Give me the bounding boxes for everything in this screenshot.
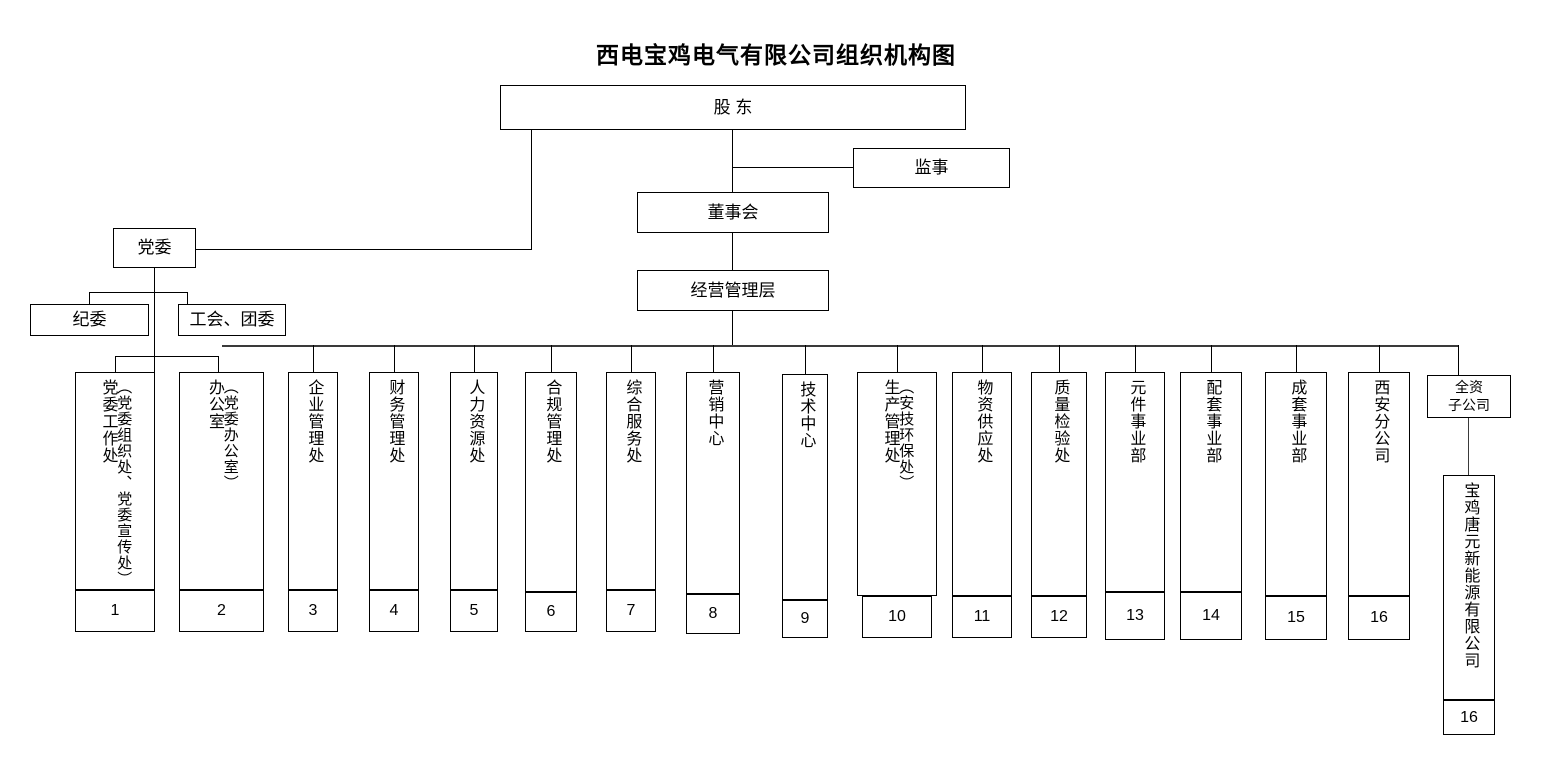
connector-bus-to-dept-3 — [313, 345, 315, 372]
subsidiary-group-label-line1: 全资 — [1455, 379, 1483, 395]
department-number-4: 4 — [369, 590, 419, 632]
connector-shareholder-to-party-horizontal — [196, 249, 532, 251]
party-committee-box: 党委 — [113, 228, 196, 268]
connector-board-to-management — [732, 233, 734, 270]
connector-bus-to-dept-13 — [1135, 345, 1137, 372]
department-box-14: 配套事业部 — [1180, 372, 1242, 592]
discipline-committee-box: 纪委 — [30, 304, 149, 336]
connector-management-to-bus — [732, 311, 734, 346]
department-box-6: 合规管理处 — [525, 372, 577, 592]
connector-bus-to-dept-15 — [1296, 345, 1298, 372]
connector-bus-to-dept-10 — [897, 345, 899, 372]
department-number-5: 5 — [450, 590, 498, 632]
department-label-7: 综合服务处 — [623, 379, 641, 464]
department-label-12: 质量检验处 — [1051, 379, 1069, 464]
subsidiary-group-label-line2: 子公司 — [1448, 396, 1490, 413]
connector-bus-to-dept-6 — [551, 345, 553, 372]
department-box-15: 成套事业部 — [1265, 372, 1327, 596]
department-number-9: 9 — [782, 600, 828, 638]
department-number-13: 13 — [1105, 592, 1165, 640]
subsidiary-group-box: 全资 子公司 — [1427, 375, 1511, 418]
department-label-5: 人力资源处 — [466, 379, 484, 464]
department-number-1: 1 — [75, 590, 155, 632]
connector-bus-to-dept-11 — [982, 345, 984, 372]
department-label-9: 技术中心 — [797, 381, 815, 449]
connector-bus-to-dept-7 — [631, 345, 633, 372]
connector-shareholder-to-supervisor — [732, 167, 854, 169]
department-label-14: 配套事业部 — [1203, 379, 1221, 464]
department-box-8: 营销中心 — [686, 372, 740, 594]
department-sublabel-10: （安技环保处） — [897, 379, 915, 491]
connector-shareholder-to-board — [732, 130, 734, 192]
department-number-15: 15 — [1265, 596, 1327, 640]
department-bus-line — [222, 345, 1459, 347]
connector-party-to-dept2 — [218, 356, 220, 372]
shareholder-box: 股 东 — [500, 85, 966, 130]
department-number-2: 2 — [179, 590, 264, 632]
department-number-14: 14 — [1180, 592, 1242, 640]
department-sublabel-1: （党委组织处、党委宣传处） — [115, 379, 133, 587]
department-label-13: 元件事业部 — [1127, 379, 1145, 464]
department-box-1: （党委组织处、党委宣传处）党委工作处 — [75, 372, 155, 590]
board-of-directors-box: 董事会 — [637, 192, 829, 233]
connector-party-to-dept1 — [115, 356, 117, 372]
connector-party-to-union — [187, 292, 189, 305]
department-label-2: 办公室 — [206, 379, 224, 430]
department-box-5: 人力资源处 — [450, 372, 498, 590]
department-number-3: 3 — [288, 590, 338, 632]
department-number-10: 10 — [862, 596, 932, 638]
connector-party-down — [154, 268, 156, 372]
department-box-7: 综合服务处 — [606, 372, 656, 590]
department-label-6: 合规管理处 — [543, 379, 561, 464]
department-box-12: 质量检验处 — [1031, 372, 1087, 596]
connector-party-branch-bar — [89, 292, 188, 294]
department-box-10: （安技环保处）生产管理处 — [857, 372, 937, 596]
connector-bus-to-dept-16 — [1379, 345, 1381, 372]
department-label-4: 财务管理处 — [386, 379, 404, 464]
connector-party-to-dept-bar — [115, 356, 219, 358]
connector-bus-to-subsidiary-group — [1458, 345, 1460, 375]
department-sublabel-2: （党委办公室） — [221, 379, 239, 491]
department-box-9: 技术中心 — [782, 374, 828, 600]
connector-subsidiary-group-to-company — [1468, 418, 1470, 475]
department-label-11: 物资供应处 — [974, 379, 992, 464]
department-label-1: 党委工作处 — [99, 379, 117, 464]
page-title: 西电宝鸡电气有限公司组织机构图 — [596, 42, 956, 68]
department-number-12: 12 — [1031, 596, 1087, 638]
department-label-15: 成套事业部 — [1288, 379, 1306, 464]
department-number-6: 6 — [525, 592, 577, 632]
connector-bus-to-dept-8 — [713, 345, 715, 372]
connector-bus-to-dept-5 — [474, 345, 476, 372]
management-layer-box: 经营管理层 — [637, 270, 829, 311]
supervisor-box: 监事 — [853, 148, 1010, 188]
department-label-3: 企业管理处 — [305, 379, 323, 464]
department-number-8: 8 — [686, 594, 740, 634]
union-youth-league-box: 工会、团委 — [178, 304, 286, 336]
connector-bus-to-dept-14 — [1211, 345, 1213, 372]
department-label-16: 西安分公司 — [1371, 379, 1389, 464]
connector-bus-to-dept-4 — [394, 345, 396, 372]
department-box-16: 西安分公司 — [1348, 372, 1410, 596]
subsidiary-company-label: 宝鸡唐元新能源有限公司 — [1461, 482, 1479, 669]
department-box-4: 财务管理处 — [369, 372, 419, 590]
connector-party-to-discipline — [89, 292, 91, 305]
department-box-3: 企业管理处 — [288, 372, 338, 590]
subsidiary-company-number: 16 — [1443, 700, 1495, 735]
department-box-11: 物资供应处 — [952, 372, 1012, 596]
department-box-2: （党委办公室）办公室 — [179, 372, 264, 590]
department-label-10: 生产管理处 — [881, 379, 899, 464]
department-label-8: 营销中心 — [705, 379, 723, 447]
connector-shareholder-to-party-vertical — [531, 130, 533, 250]
connector-bus-to-dept-12 — [1059, 345, 1061, 372]
department-number-11: 11 — [952, 596, 1012, 638]
subsidiary-company-box: 宝鸡唐元新能源有限公司 — [1443, 475, 1495, 700]
department-number-7: 7 — [606, 590, 656, 632]
connector-bus-to-dept-9 — [805, 345, 807, 374]
department-number-16: 16 — [1348, 596, 1410, 640]
department-box-13: 元件事业部 — [1105, 372, 1165, 592]
